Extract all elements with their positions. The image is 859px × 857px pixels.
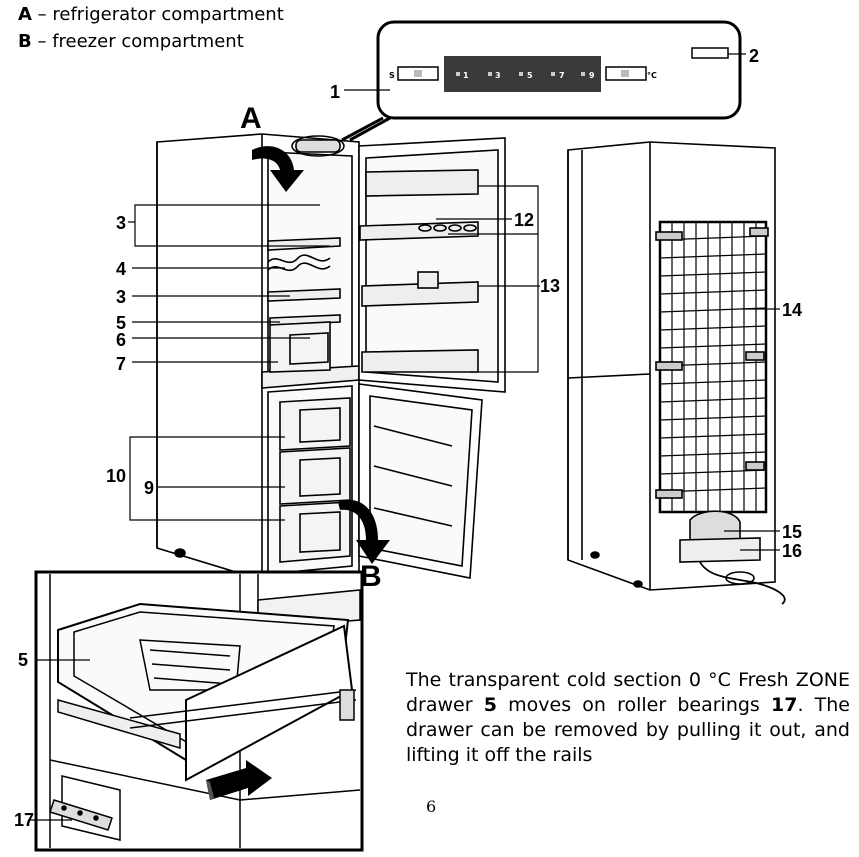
door-a-arrow: A <box>240 102 304 192</box>
svg-text:3: 3 <box>495 71 501 80</box>
callout-12: 12 <box>514 210 534 230</box>
fridge-rear <box>567 141 786 605</box>
page-number: 6 <box>426 797 437 816</box>
callout-2: 2 <box>749 46 759 66</box>
panel-button-9: 9 <box>581 71 595 80</box>
control-panel-zoom: S 1 3 5 7 9 °C <box>341 20 742 142</box>
panel-button-7: 7 <box>551 71 565 80</box>
callout-14: 14 <box>782 300 802 320</box>
callout-10: 10 <box>106 466 126 486</box>
callout-3a: 3 <box>116 213 126 233</box>
svg-text:9: 9 <box>589 71 595 80</box>
svg-text:1: 1 <box>463 71 469 80</box>
callout-1: 1 <box>330 82 340 102</box>
callout-9: 9 <box>144 478 154 498</box>
callout-inset-17: 17 <box>14 810 34 830</box>
drawer-detail-inset: 5 17 <box>14 570 364 852</box>
description-ref-17: 17 <box>771 694 798 716</box>
door-letter-a: A <box>240 102 262 135</box>
description-ref-5: 5 <box>483 694 497 716</box>
panel-button-5: 5 <box>519 71 533 80</box>
legend-text: – refrigerator compartment <box>37 4 284 25</box>
freezer-door <box>358 383 483 579</box>
callout-6: 6 <box>116 330 126 350</box>
pull-arrow <box>206 760 272 800</box>
panel-button-1: 1 <box>456 71 469 80</box>
description-text-2: moves on roller bearings <box>496 694 771 716</box>
svg-text:5: 5 <box>527 71 533 80</box>
callout-13: 13 <box>540 276 560 296</box>
leader-lines <box>128 53 780 551</box>
legend-text: – freezer compartment <box>37 31 244 52</box>
panel-unit-label: °C <box>647 71 657 80</box>
fridge-door <box>358 137 506 393</box>
callout-4: 4 <box>116 259 126 279</box>
callout-inset-5: 5 <box>18 650 28 670</box>
legend-key: B <box>18 31 32 52</box>
callout-5: 5 <box>116 313 126 333</box>
callout-3b: 3 <box>116 287 126 307</box>
legend-key: A <box>18 4 32 25</box>
svg-text:7: 7 <box>559 71 565 80</box>
door-b-arrow: B <box>338 499 390 593</box>
legend-item-refrigerator: A – refrigerator compartment <box>18 4 284 26</box>
panel-light <box>691 47 729 59</box>
description-text-3: . The drawer can be removed by pulling i… <box>406 694 850 766</box>
callout-7: 7 <box>116 354 126 374</box>
callout-16: 16 <box>782 541 802 561</box>
callout-15: 15 <box>782 522 802 542</box>
callouts: 1 2 3 4 3 5 6 7 10 9 12 13 14 15 16 <box>106 46 802 561</box>
fridge-front <box>156 133 360 581</box>
description-text-1: The transparent cold section 0 °C Fresh … <box>406 669 850 716</box>
panel-s-label: S <box>389 71 395 80</box>
description-paragraph: The transparent cold section 0 °C Fresh … <box>406 668 850 768</box>
door-letter-b: B <box>360 560 382 593</box>
panel-button-3: 3 <box>488 71 501 80</box>
legend-item-freezer: B – freezer compartment <box>18 31 244 53</box>
